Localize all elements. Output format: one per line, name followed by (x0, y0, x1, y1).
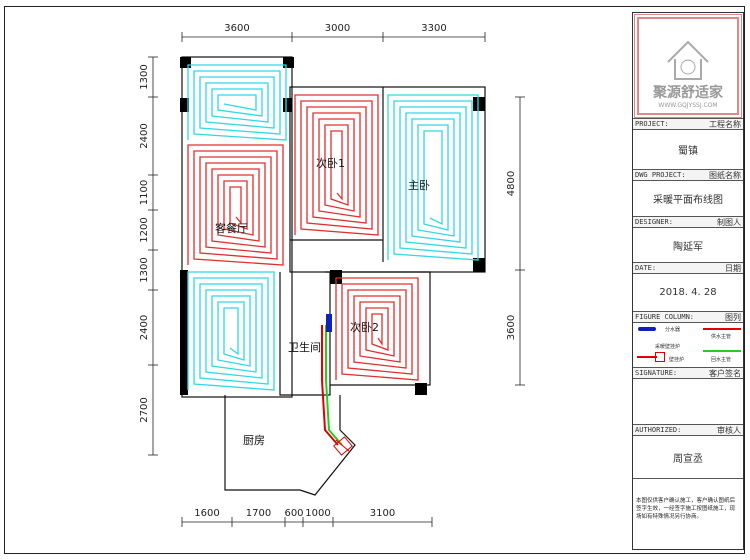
heating-loop-master (387, 94, 479, 261)
room-master: 主卧 (408, 179, 430, 192)
room-bath: 卫生间 (288, 340, 321, 354)
dimension-left: 1100 (139, 180, 150, 205)
room-labels: 客餐厅 次卧1 主卧 次卧2 卫生间 厨房 (215, 156, 430, 447)
heating-loop-balcony (187, 64, 287, 141)
floor-plan: 客餐厅 次卧1 主卧 次卧2 卫生间 厨房 3600 3000 3300 1600 17… (139, 23, 525, 527)
heating-loop-bed2 (335, 277, 419, 381)
room-living: 客餐厅 (215, 221, 248, 235)
room-bed2: 次卧2 (350, 320, 379, 334)
dimension-right: 4800 (506, 171, 517, 196)
dimension-top: 3600 (224, 23, 249, 34)
dimension-top: 3300 (421, 23, 446, 34)
heating-loop-dining (187, 271, 275, 391)
dimension-right: 3600 (506, 315, 517, 340)
dimension-bottom: 1000 (305, 508, 330, 519)
room-kitchen: 厨房 (243, 434, 265, 447)
dimension-left: 2400 (139, 123, 150, 148)
note: 本图仅供客户确认施工，客户确认图纸后签字生效，一经签字施工按图纸施工，现场如有特… (636, 498, 736, 520)
dimension-left: 1300 (139, 64, 150, 89)
dimension-top: 3000 (325, 23, 350, 34)
dimension-bottom: 600 (284, 508, 303, 519)
drawing-frame (4, 6, 745, 554)
dimension-bottom: 3100 (370, 508, 395, 519)
walls (181, 56, 486, 496)
pipes (321, 325, 343, 446)
dimension-left: 1200 (139, 217, 150, 242)
dimension-bottom: 1600 (194, 508, 219, 519)
dimension-left: 2400 (139, 315, 150, 340)
authorized: 周宣丞 (633, 436, 743, 479)
boiler-icon (333, 436, 353, 456)
date: 2018. 4. 28 (633, 274, 743, 312)
legend: 分水器 供水主管 采暖壁挂炉 壁挂炉 回水主管 (633, 323, 743, 368)
dimension-bottom: 1700 (246, 508, 271, 519)
dimension-left: 2700 (139, 397, 150, 422)
project-value: 蜀镇 (633, 130, 743, 170)
signature-field (633, 379, 743, 425)
heating-loop-bed1 (294, 94, 379, 236)
dimension-left: 1300 (139, 257, 150, 282)
heating-loop-living (187, 144, 284, 266)
drawing-name: 采暖平面布线图 (633, 181, 743, 217)
designer: 陶延军 (633, 228, 743, 263)
columns (180, 57, 485, 395)
room-bed1: 次卧1 (316, 156, 345, 170)
manifold-icon (326, 314, 332, 332)
house-logo-icon (667, 40, 709, 80)
